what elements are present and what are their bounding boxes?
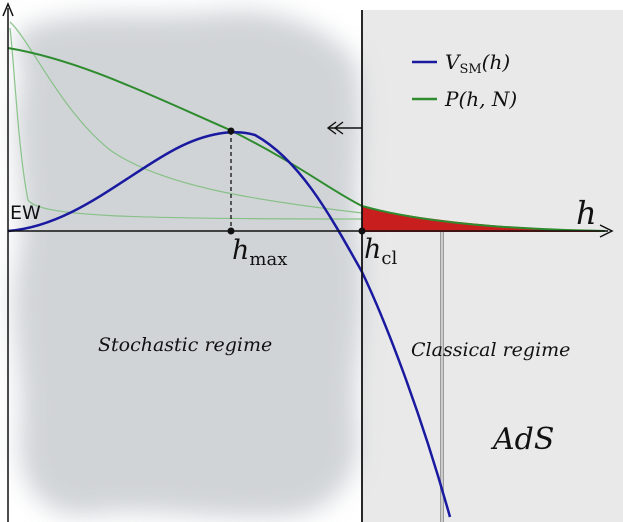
y-axis-arrowhead [2,2,14,17]
probability-tail-fill [362,206,605,232]
classical-region [362,10,623,522]
legend-v-sm-label: VSM(h) [445,50,510,77]
probability-curve-early [9,27,363,220]
legend: VSM(h) P(h, N) [412,50,517,111]
probability-curve-mid [9,21,363,214]
h-axis-label: h [576,194,597,232]
h-cl-label: hcl [364,234,397,269]
stochastic-regime-label: Stochastic regime [98,334,272,356]
legend-p-label: P(h, N) [444,87,517,111]
ew-label: EW [10,202,41,224]
h-max-axis-point [227,227,235,235]
probability-curve [7,47,606,232]
h-cl-point [358,227,366,235]
h-max-point [227,127,235,135]
stochastic-cloud [13,10,364,518]
h-max-label: hmax [232,235,287,270]
x-axis-arrowhead [599,224,614,238]
ads-label: AdS [490,422,554,457]
left-double-arrow-icon [326,121,362,135]
potential-curve [7,131,452,518]
classical-regime-label: Classical regime [411,339,570,361]
